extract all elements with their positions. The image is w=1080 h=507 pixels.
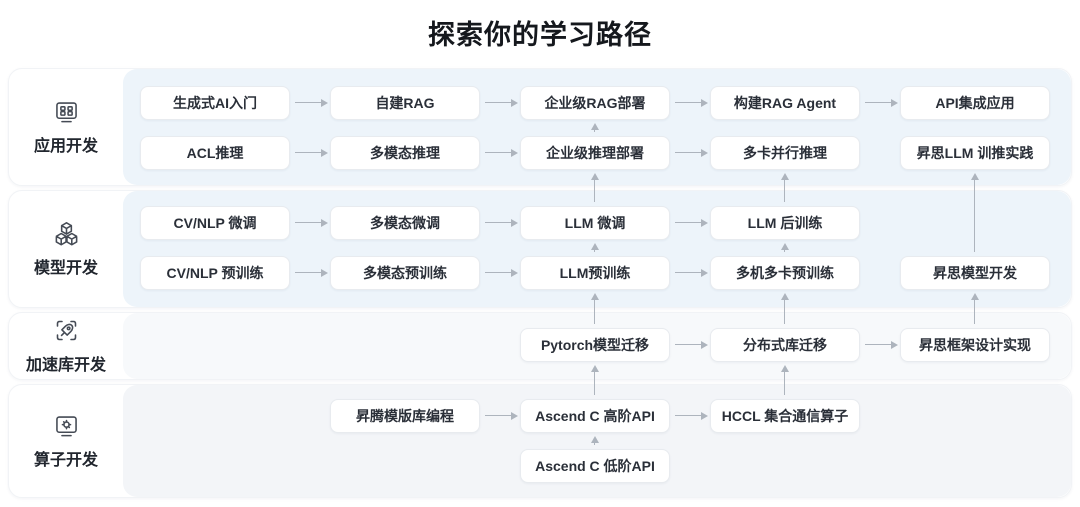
arrow-right bbox=[675, 344, 701, 345]
arrow-right bbox=[675, 272, 701, 273]
chip-screen-icon bbox=[53, 412, 80, 439]
arrow-right-head bbox=[511, 98, 518, 107]
node-multimodal-pretrain[interactable]: 多模态预训练 bbox=[330, 256, 480, 290]
node-build-rag-agent[interactable]: 构建RAG Agent bbox=[710, 86, 860, 120]
node-mindspore-llm-practice[interactable]: 昇思LLM 训推实践 bbox=[900, 136, 1050, 170]
node-acl-inference[interactable]: ACL推理 bbox=[140, 136, 290, 170]
arrow-right bbox=[295, 102, 321, 103]
node-ascend-c-high-api[interactable]: Ascend C 高阶API bbox=[520, 399, 670, 433]
rocket-frame-icon bbox=[53, 317, 80, 344]
arrow-up-head bbox=[590, 123, 599, 130]
arrow-up bbox=[784, 179, 785, 202]
node-gen-ai-intro[interactable]: 生成式AI入门 bbox=[140, 86, 290, 120]
arrow-right-head bbox=[891, 98, 898, 107]
arrow-right-head bbox=[701, 218, 708, 227]
arrow-up-head bbox=[780, 293, 789, 300]
arrow-right bbox=[295, 152, 321, 153]
arrow-right-head bbox=[701, 340, 708, 349]
track-label-model-dev: 模型开发 bbox=[9, 191, 123, 307]
node-multimodal-finetune[interactable]: 多模态微调 bbox=[330, 206, 480, 240]
arrow-up-head bbox=[590, 293, 599, 300]
arrow-up bbox=[594, 371, 595, 395]
arrow-right bbox=[485, 102, 511, 103]
track-label-text: 算子开发 bbox=[33, 452, 98, 469]
arrow-up-head bbox=[970, 293, 979, 300]
arrow-right bbox=[675, 102, 701, 103]
arrow-up bbox=[594, 249, 595, 252]
arrow-right bbox=[675, 222, 701, 223]
node-pytorch-model-migration[interactable]: Pytorch模型迁移 bbox=[520, 328, 670, 362]
arrow-up-head bbox=[590, 173, 599, 180]
arrow-up bbox=[784, 299, 785, 324]
node-llm-finetune[interactable]: LLM 微调 bbox=[520, 206, 670, 240]
arrow-up bbox=[594, 299, 595, 324]
node-multimodal-inference[interactable]: 多模态推理 bbox=[330, 136, 480, 170]
arrow-right bbox=[675, 415, 701, 416]
arrow-up bbox=[594, 442, 595, 445]
arrow-up bbox=[594, 129, 595, 132]
track-label-accel-lib-dev: 加速库开发 bbox=[9, 313, 123, 379]
arrow-right bbox=[485, 415, 511, 416]
arrow-right bbox=[485, 152, 511, 153]
arrow-up-head bbox=[780, 243, 789, 250]
arrow-up-head bbox=[780, 365, 789, 372]
node-ascend-template-lib[interactable]: 昇腾模版库编程 bbox=[330, 399, 480, 433]
arrow-up bbox=[974, 179, 975, 252]
track-label-text: 模型开发 bbox=[33, 260, 98, 277]
page-title: 探索你的学习路径 bbox=[428, 20, 652, 50]
node-multi-node-card-pretrain[interactable]: 多机多卡预训练 bbox=[710, 256, 860, 290]
arrow-right bbox=[865, 102, 891, 103]
arrow-right-head bbox=[511, 268, 518, 277]
node-distributed-lib-migration[interactable]: 分布式库迁移 bbox=[710, 328, 860, 362]
node-hccl-collective-ops[interactable]: HCCL 集合通信算子 bbox=[710, 399, 860, 433]
node-ascend-c-low-api[interactable]: Ascend C 低阶API bbox=[520, 449, 670, 483]
node-self-built-rag[interactable]: 自建RAG bbox=[330, 86, 480, 120]
node-api-integration-app[interactable]: API集成应用 bbox=[900, 86, 1050, 120]
arrow-up-head bbox=[590, 436, 599, 443]
node-enterprise-inference-deploy[interactable]: 企业级推理部署 bbox=[520, 136, 670, 170]
arrow-right bbox=[675, 152, 701, 153]
arrow-right-head bbox=[321, 98, 328, 107]
arrow-right-head bbox=[701, 148, 708, 157]
track-label-operator-dev: 算子开发 bbox=[9, 385, 123, 497]
node-cv-nlp-pretrain[interactable]: CV/NLP 预训练 bbox=[140, 256, 290, 290]
arrow-right-head bbox=[701, 268, 708, 277]
arrow-right-head bbox=[511, 148, 518, 157]
arrow-up bbox=[784, 371, 785, 395]
arrow-up bbox=[594, 179, 595, 202]
arrow-up bbox=[974, 299, 975, 324]
track-label-app-dev: 应用开发 bbox=[9, 69, 123, 185]
arrow-right bbox=[485, 222, 511, 223]
arrow-right-head bbox=[701, 411, 708, 420]
arrow-right bbox=[295, 272, 321, 273]
arrow-up-head bbox=[780, 173, 789, 180]
node-mindspore-framework-design[interactable]: 昇思框架设计实现 bbox=[900, 328, 1050, 362]
arrow-right-head bbox=[891, 340, 898, 349]
arrow-right-head bbox=[321, 268, 328, 277]
arrow-right-head bbox=[321, 148, 328, 157]
cubes-icon bbox=[53, 220, 80, 247]
node-multi-card-parallel-inference[interactable]: 多卡并行推理 bbox=[710, 136, 860, 170]
arrow-right-head bbox=[701, 98, 708, 107]
node-llm-pretrain[interactable]: LLM预训练 bbox=[520, 256, 670, 290]
track-label-text: 应用开发 bbox=[33, 138, 98, 155]
arrow-up-head bbox=[590, 243, 599, 250]
node-enterprise-rag-deploy[interactable]: 企业级RAG部署 bbox=[520, 86, 670, 120]
node-cv-nlp-finetune[interactable]: CV/NLP 微调 bbox=[140, 206, 290, 240]
arrow-up-head bbox=[590, 365, 599, 372]
arrow-right-head bbox=[511, 411, 518, 420]
arrow-right-head bbox=[511, 218, 518, 227]
arrow-right bbox=[865, 344, 891, 345]
arrow-right bbox=[295, 222, 321, 223]
node-llm-post-training[interactable]: LLM 后训练 bbox=[710, 206, 860, 240]
arrow-up-head bbox=[970, 173, 979, 180]
track-label-text: 加速库开发 bbox=[25, 357, 106, 374]
arrow-right bbox=[485, 272, 511, 273]
arrow-up bbox=[784, 249, 785, 252]
node-mindspore-model-dev[interactable]: 昇思模型开发 bbox=[900, 256, 1050, 290]
arrow-right-head bbox=[321, 218, 328, 227]
apps-board-icon bbox=[53, 98, 80, 125]
